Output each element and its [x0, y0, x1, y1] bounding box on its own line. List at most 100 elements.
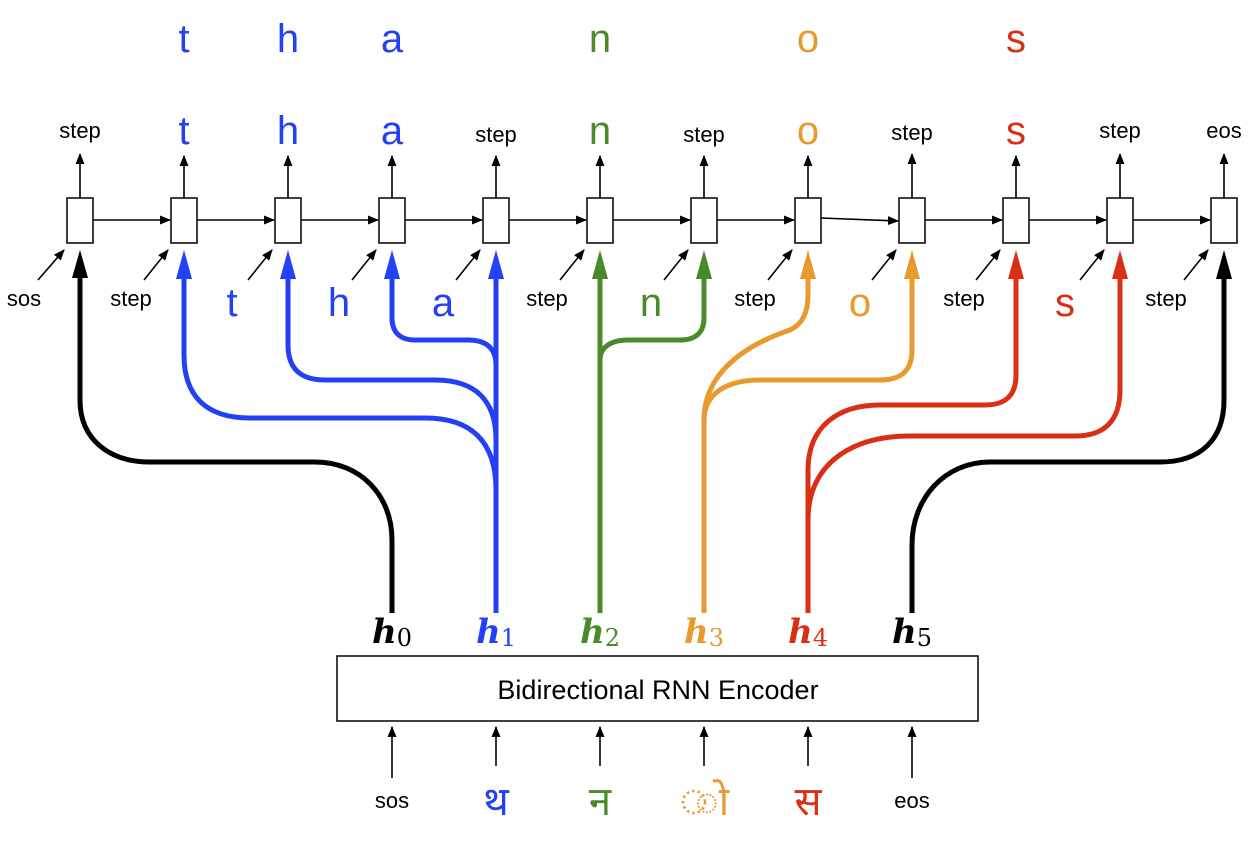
state-sub: 5: [917, 624, 932, 652]
route-h4-a: [805, 276, 1019, 613]
input-arrow: [975, 249, 1001, 281]
state-sub: 4: [813, 624, 828, 652]
top-output-char: o: [797, 17, 819, 61]
decoder-output-label: a: [381, 109, 404, 153]
decoder-output-label: step: [1099, 118, 1141, 143]
input-arrow: [455, 249, 481, 281]
state-base: h: [476, 612, 501, 652]
route-h3-a: [701, 276, 811, 613]
input-arrow: [767, 249, 793, 281]
decoder-output-arrows: [75, 152, 1229, 198]
top-output-char: a: [381, 17, 404, 61]
encoder-state: h2: [580, 612, 620, 652]
route-arrowhead: [904, 250, 920, 279]
encoder-input-token: स: [794, 780, 822, 824]
route-h1-a: [181, 276, 499, 613]
encoder-block: Bidirectional RNN Encoder: [336, 655, 979, 722]
encoder-state-labels: h0 h1 h2 h3 h4 h5: [372, 612, 932, 652]
decoder-input-label: o: [849, 281, 871, 325]
encoder-input-token: ो: [695, 779, 730, 824]
state-sub: 0: [397, 624, 412, 652]
state-sub: 1: [501, 624, 516, 652]
state-base: h: [892, 612, 917, 652]
decoder-output-label: h: [277, 109, 299, 153]
top-output-row: t h a n o s: [178, 17, 1026, 61]
decoder-input-label: t: [226, 281, 237, 325]
encoder-state: h4: [788, 612, 828, 652]
state-base: h: [580, 612, 605, 652]
route-arrowhead: [72, 250, 88, 278]
route-arrowhead: [488, 250, 504, 279]
recurrence-arrow: [820, 216, 900, 226]
input-arrow: [247, 249, 273, 281]
decoder-input-label: step: [943, 286, 985, 311]
input-arrow: [559, 249, 585, 281]
decoder-output-label: step: [683, 122, 725, 147]
route-h2-b: [597, 276, 707, 361]
encoder-input-token: eos: [894, 788, 929, 813]
encoder-label: Bidirectional RNN Encoder: [497, 675, 818, 705]
route-h5: [909, 276, 1227, 613]
decoder-input-label: step: [110, 286, 152, 311]
decoder-output-label: t: [178, 109, 189, 153]
decoder-output-label: o: [797, 109, 819, 153]
decoder-output-label: step: [475, 122, 517, 147]
decoder-cell: [1002, 197, 1030, 244]
top-output-char: n: [589, 17, 611, 61]
encoder-state: h1: [476, 612, 516, 652]
decoder-input-label: n: [640, 281, 662, 325]
decoder-input-row: sos step t h a step n step o step s step: [7, 281, 1187, 325]
decoder-input-label: s: [1055, 281, 1075, 325]
state-base: h: [372, 612, 397, 652]
state-sub: 2: [605, 624, 620, 652]
encoder-input-token: न: [589, 780, 612, 824]
decoder-cell: [274, 197, 302, 244]
state-base: h: [788, 612, 813, 652]
decoder-input-label: step: [1145, 286, 1187, 311]
decoder-cell: [1210, 197, 1238, 244]
decoder-output-label: step: [59, 118, 101, 143]
top-output-char: t: [178, 17, 189, 61]
decoder-input-label: sos: [7, 286, 41, 311]
encoder-state: h0: [372, 612, 412, 652]
top-output-char: h: [277, 17, 299, 61]
decoder-input-label: step: [526, 286, 568, 311]
route-h4-b: [805, 276, 1123, 521]
decoder-input-arrows: [37, 249, 1209, 281]
encoder-input-token: sos: [375, 788, 409, 813]
decoder-output-label: step: [891, 120, 933, 145]
input-arrow: [351, 249, 377, 281]
input-arrow: [37, 249, 65, 281]
decoder-output-row: step t h a step n step o step s step eos: [59, 109, 1242, 153]
route-arrowhead: [592, 250, 608, 279]
input-arrow: [663, 249, 689, 281]
decoder-cell: [482, 197, 510, 244]
encoder-input-token: थ: [483, 780, 510, 824]
route-h0: [77, 274, 395, 613]
input-arrow: [871, 249, 897, 281]
decoder-cell: [1106, 197, 1134, 244]
route-arrowhead: [280, 250, 296, 279]
decoder-cell: [66, 197, 94, 244]
route-arrowhead: [176, 250, 192, 279]
decoder-output-label: eos: [1206, 118, 1241, 143]
decoder-recurrence-arrows: [93, 215, 1212, 226]
decoder-input-label: h: [328, 281, 350, 325]
decoder-input-label: a: [432, 281, 455, 325]
decoder-output-label: n: [589, 109, 611, 153]
decoder-cell: [170, 197, 198, 244]
route-h1-b: [285, 276, 499, 490]
decoder-cells: [66, 197, 1238, 244]
route-arrowhead: [1112, 250, 1128, 279]
route-arrowhead: [800, 250, 816, 279]
route-arrowhead: [384, 250, 400, 279]
decoder-output-label: s: [1006, 109, 1026, 153]
encoder-input-arrows: [387, 725, 917, 778]
encoder-state: h3: [684, 612, 724, 652]
input-arrow: [1079, 249, 1105, 281]
input-arrow: [143, 249, 169, 281]
route-arrowhead: [696, 250, 712, 279]
decoder-input-label: step: [734, 286, 776, 311]
dotted-carrier-circle-icon: [681, 789, 707, 815]
